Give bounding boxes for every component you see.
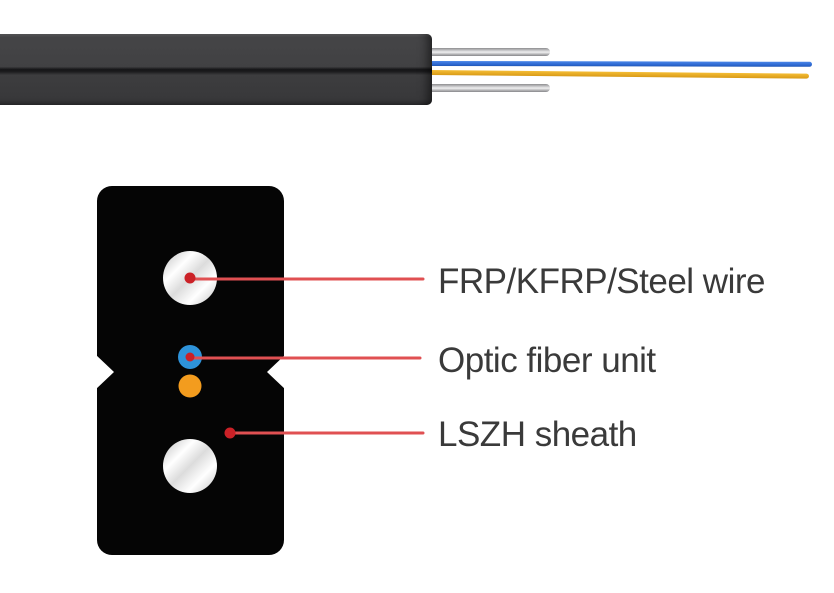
sheath-cross-section — [97, 186, 284, 555]
marker-dot-sheath — [224, 427, 236, 439]
label-optic-fiber-unit: Optic fiber unit — [438, 341, 656, 380]
marker-dot-frp — [184, 272, 196, 284]
label-lszh-sheath: LSZH sheath — [438, 415, 637, 454]
frp-steel-wire-bottom — [163, 439, 217, 493]
right-tear-notch — [267, 354, 286, 390]
cable-jacket — [0, 34, 432, 105]
label-frp-kfrp-steel-wire: FRP/KFRP/Steel wire — [438, 262, 765, 301]
steel-strength-wire-bottom — [428, 84, 550, 92]
steel-strength-wire-top — [428, 48, 550, 56]
fiber-unit-orange-circle — [178, 374, 202, 398]
marker-dot-optic-fiber — [185, 352, 195, 362]
left-tear-notch — [95, 354, 114, 390]
